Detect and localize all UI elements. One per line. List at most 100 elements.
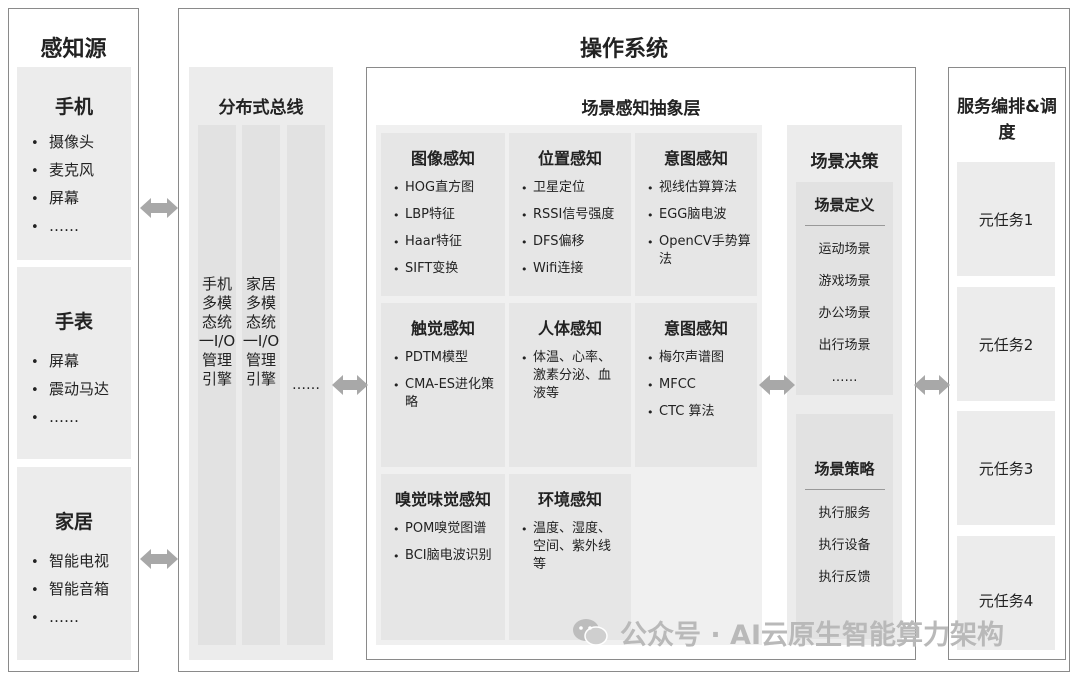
- cell-item-list: POM嗅觉图谱 BCI脑电波识别: [381, 516, 505, 570]
- decision-title: 场景决策: [810, 152, 879, 172]
- cell-title: 意图感知: [663, 319, 728, 338]
- list-item: 梅尔声谱图: [647, 345, 757, 372]
- list-item: 屏幕: [31, 348, 131, 376]
- source-group-watch: 手表 屏幕 震动马达 ……: [17, 267, 131, 459]
- list-item: EGG脑电波: [647, 202, 757, 229]
- task-box: 元任务1: [957, 162, 1055, 276]
- list-item: HOG直方图: [393, 175, 505, 202]
- bus-column-label: 家居多模态统一I/O管理引擎: [242, 275, 280, 388]
- source-item-list: 屏幕 震动马达 ……: [17, 348, 131, 432]
- list-item: CMA-ES进化策略: [393, 372, 505, 417]
- double-arrow-icon: [332, 375, 368, 395]
- cell-item-list: 卫星定位 RSSI信号强度 DFS偏移 Wifi连接: [509, 175, 631, 283]
- cell-item-list: 视线估算算法 EGG脑电波 OpenCV手势算法: [635, 175, 757, 274]
- cell-title: 环境感知: [537, 490, 602, 509]
- bus-column-label: 手机多模态统一I/O管理引擎: [198, 275, 236, 388]
- list-item: 游戏场景: [818, 274, 871, 289]
- cell-intent-perception-vision: 意图感知 视线估算算法 EGG脑电波 OpenCV手势算法: [635, 133, 757, 296]
- list-item: 体温、心率、激素分泌、血液等: [521, 345, 623, 408]
- list-item: 屏幕: [31, 185, 131, 213]
- cell-title: 位置感知: [537, 149, 602, 168]
- list-item: ……: [31, 404, 131, 432]
- list-item: BCI脑电波识别: [393, 543, 505, 570]
- cell-location-perception: 位置感知 卫星定位 RSSI信号强度 DFS偏移 Wifi连接: [509, 133, 631, 296]
- list-item: 出行场景: [818, 338, 871, 353]
- list-item: SIFT变换: [393, 256, 505, 283]
- abstraction-title: 场景感知抽象层: [581, 99, 701, 119]
- source-group-home: 家居 智能电视 智能音箱 ……: [17, 467, 131, 660]
- list-item: 执行反馈: [818, 570, 871, 585]
- list-item: 卫星定位: [521, 175, 631, 202]
- wechat-icon: [573, 619, 608, 646]
- cell-item-list: PDTM模型 CMA-ES进化策略: [381, 345, 505, 417]
- scene-strategy-list: 执行服务 执行设备 执行反馈: [796, 498, 893, 594]
- cell-title: 图像感知: [410, 149, 475, 168]
- bus-column-home: 家居多模态统一I/O管理引擎: [242, 125, 280, 645]
- watermark-text: 公众号 · AI云原生智能算力架构: [620, 619, 1004, 651]
- task-box: 元任务4: [957, 536, 1055, 650]
- cell-item-list: 梅尔声谱图 MFCC CTC 算法: [635, 345, 757, 426]
- scene-strategy-title: 场景策略: [814, 460, 875, 478]
- cell-item-list: 温度、湿度、空间、紫外线等: [509, 516, 631, 579]
- scene-definition-title: 场景定义: [814, 196, 875, 214]
- list-item: CTC 算法: [647, 399, 757, 426]
- scene-definition-list: 运动场景 游戏场景 办公场景 出行场景 ……: [796, 234, 893, 394]
- list-item: POM嗅觉图谱: [393, 516, 505, 543]
- list-item: 运动场景: [818, 242, 871, 257]
- divider: [804, 489, 885, 490]
- cell-item-list: 体温、心率、激素分泌、血液等: [509, 345, 631, 408]
- list-item: 麦克风: [31, 157, 131, 185]
- service-title: 服务编排&调度: [957, 97, 1057, 143]
- cell-smell-taste-perception: 嗅觉味觉感知 POM嗅觉图谱 BCI脑电波识别: [381, 474, 505, 640]
- list-item: 执行服务: [818, 506, 871, 521]
- source-item-list: 摄像头 麦克风 屏幕 ……: [17, 129, 131, 241]
- list-item: ……: [31, 604, 131, 632]
- double-arrow-icon: [140, 198, 178, 218]
- sources-title: 感知源: [40, 37, 107, 62]
- bus-column-more: ……: [287, 125, 325, 645]
- list-item: 视线估算算法: [647, 175, 757, 202]
- scene-strategy-box: 场景策略 执行服务 执行设备 执行反馈: [796, 414, 893, 639]
- list-item: 执行设备: [818, 538, 871, 553]
- cell-title: 触觉感知: [410, 319, 475, 338]
- list-item: Haar特征: [393, 229, 505, 256]
- bus-column-label: ……: [292, 377, 320, 393]
- cell-title: 嗅觉味觉感知: [394, 490, 491, 509]
- cell-environment-perception: 环境感知 温度、湿度、空间、紫外线等: [509, 474, 631, 640]
- os-title: 操作系统: [579, 37, 668, 62]
- bus-column-phone: 手机多模态统一I/O管理引擎: [198, 125, 236, 645]
- cell-image-perception: 图像感知 HOG直方图 LBP特征 Haar特征 SIFT变换: [381, 133, 505, 296]
- list-item: OpenCV手势算法: [647, 229, 757, 274]
- watermark: 公众号 · AI云原生智能算力架构: [572, 612, 1004, 652]
- list-item: Wifi连接: [521, 256, 631, 283]
- list-item: 办公场景: [818, 306, 871, 321]
- list-item: ……: [31, 213, 131, 241]
- scene-definition-box: 场景定义 运动场景 游戏场景 办公场景 出行场景 ……: [796, 182, 893, 395]
- cell-body-perception: 人体感知 体温、心率、激素分泌、血液等: [509, 303, 631, 467]
- cell-touch-perception: 触觉感知 PDTM模型 CMA-ES进化策略: [381, 303, 505, 467]
- list-item: PDTM模型: [393, 345, 505, 372]
- source-item-list: 智能电视 智能音箱 ……: [17, 548, 131, 632]
- list-item: 智能电视: [31, 548, 131, 576]
- list-item: MFCC: [647, 372, 757, 399]
- source-group-phone: 手机 摄像头 麦克风 屏幕 ……: [17, 67, 131, 260]
- source-group-title: 手机: [54, 96, 93, 118]
- list-item: RSSI信号强度: [521, 202, 631, 229]
- source-group-title: 手表: [54, 311, 93, 333]
- list-item: LBP特征: [393, 202, 505, 229]
- bus-title: 分布式总线: [218, 98, 304, 118]
- double-arrow-icon: [914, 375, 950, 395]
- task-box: 元任务3: [957, 411, 1055, 525]
- task-box: 元任务2: [957, 287, 1055, 401]
- cell-title: 人体感知: [537, 319, 602, 338]
- cell-intent-perception-audio: 意图感知 梅尔声谱图 MFCC CTC 算法: [635, 303, 757, 467]
- double-arrow-icon: [759, 375, 795, 395]
- list-item: 智能音箱: [31, 576, 131, 604]
- list-item: 震动马达: [31, 376, 131, 404]
- list-item: ……: [831, 370, 858, 385]
- cell-title: 意图感知: [663, 149, 728, 168]
- divider: [804, 225, 885, 226]
- list-item: 温度、湿度、空间、紫外线等: [521, 516, 623, 579]
- list-item: DFS偏移: [521, 229, 631, 256]
- source-group-title: 家居: [54, 511, 93, 533]
